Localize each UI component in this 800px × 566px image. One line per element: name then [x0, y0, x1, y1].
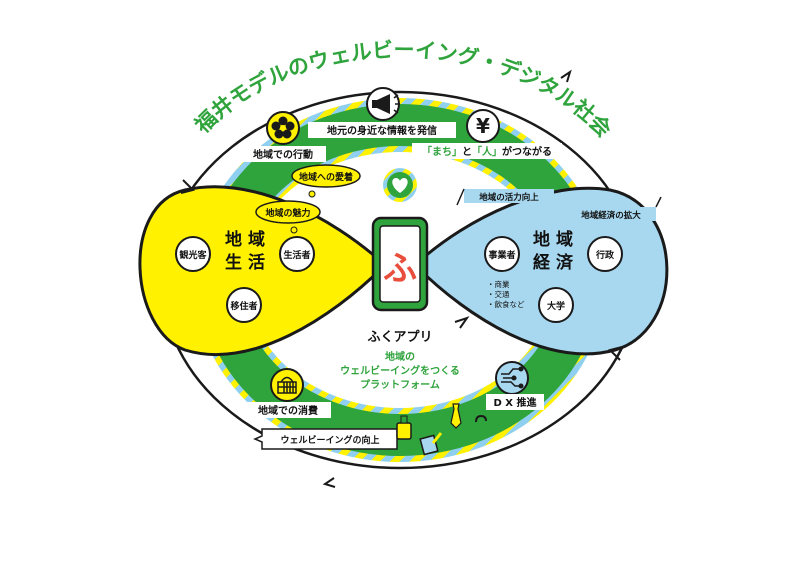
app-desc-2: ウェルビーイングをつくる: [340, 364, 460, 377]
app-desc-3: プラットフォーム: [360, 378, 440, 391]
tourist-label: 観光客: [179, 249, 207, 261]
basket-icon: [277, 376, 297, 394]
migrant-circle: [226, 287, 262, 323]
loop-arrow-right: [608, 346, 623, 361]
yen-icon: ¥: [476, 114, 490, 138]
local-action-label: 地域での行動: [253, 148, 313, 161]
town-people-label: 「まち」と「人」がつながる: [422, 145, 552, 158]
outer-ring-arrow-bottom: [322, 477, 336, 488]
town-people-label-bg: [412, 143, 562, 159]
vitality-flag: [464, 189, 554, 203]
bullet-transport: ・交通: [487, 289, 510, 299]
tourist-circle: [175, 236, 211, 272]
people-label: 「人」: [472, 145, 502, 158]
economy-label: 地域経済の拡大: [581, 210, 641, 221]
yen-icon-circle: [466, 109, 500, 143]
app-logo-glyph: ふ: [383, 249, 417, 289]
government-circle: [587, 236, 623, 272]
heart-icon: [392, 178, 408, 193]
economy-flag: [566, 207, 656, 221]
local-consumption-label: 地域での消費: [258, 404, 318, 417]
bullet-commerce: ・商業: [487, 279, 510, 289]
business-circle: [484, 236, 520, 272]
app-desc-1: 地域の: [385, 350, 415, 363]
left-lobe-title-1: 地 域: [225, 229, 265, 250]
economy-flag-pole: [655, 196, 662, 208]
notebook-icon: [419, 432, 443, 456]
connect-label: がつながる: [502, 145, 552, 158]
local-consumption-label-bg: [245, 402, 331, 418]
vitality-label: 地域の活力向上: [479, 192, 539, 203]
business-label: 事業者: [488, 249, 515, 261]
app-name: ふくアプリ: [367, 330, 432, 345]
network-icon: [501, 366, 524, 389]
outer-ring-arrow-top: [560, 69, 572, 83]
tie-icon: [450, 403, 462, 429]
and-label: と: [462, 146, 472, 158]
university-circle: [538, 287, 574, 323]
dx-label: D X 推進: [494, 396, 538, 409]
smartphone-screen: [379, 225, 421, 303]
vitality-flag-pole: [456, 188, 465, 206]
resident-label: 生活者: [283, 249, 310, 261]
bullet-food: ・飲食など: [487, 299, 525, 309]
attachment-label: 地域への愛着: [299, 171, 353, 183]
town-label: 「まち」: [422, 145, 462, 158]
megaphone-waves: [393, 94, 400, 114]
left-lobe-title-2: 生 活: [225, 252, 265, 273]
local-action-label-bg: [240, 146, 326, 162]
local-info-label-bg: [308, 122, 456, 138]
right-lobe-title-2: 経 済: [533, 252, 574, 273]
loop-arrow-left: [180, 179, 195, 194]
attraction-label: 地域の魅力: [265, 207, 310, 219]
government-label: 行政: [595, 249, 615, 261]
wellbeing-label: ウェルビーイングの向上: [280, 434, 379, 446]
attraction-bubble-dot: [290, 226, 298, 234]
dx-label-bg: [486, 394, 544, 410]
university-label: 大学: [547, 300, 565, 312]
loop-arrow-bottom: [454, 316, 470, 329]
local-info-label: 地元の身近な情報を発信: [327, 124, 437, 137]
attraction-bubble: [255, 200, 321, 224]
bottle-icon: [396, 415, 412, 440]
cane-icon: [474, 414, 487, 438]
migrant-label: 移住者: [230, 300, 257, 312]
resident-circle: [279, 236, 315, 272]
attachment-bubble: [291, 164, 361, 188]
attachment-bubble-dot: [308, 190, 316, 198]
right-lobe-title-1: 地 域: [533, 229, 573, 250]
megaphone-icon: [372, 94, 390, 114]
flower-icon: [271, 116, 295, 139]
